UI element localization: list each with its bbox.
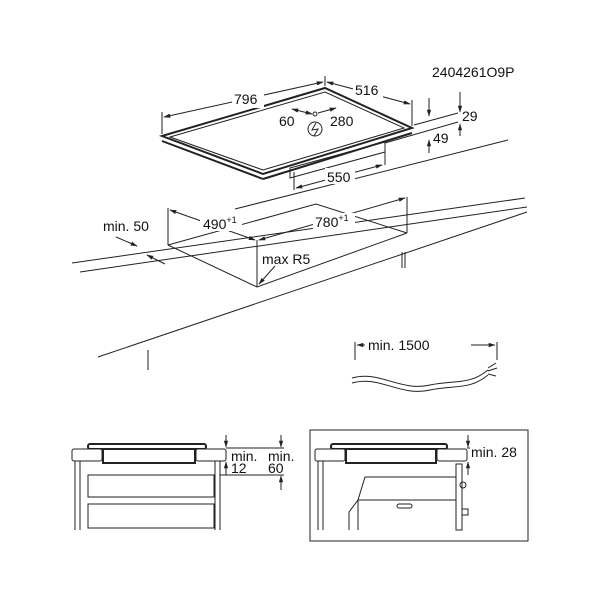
drawer-min-value-b: 60 — [268, 460, 284, 476]
drawing-code: 2404261O9P — [432, 64, 515, 80]
oven-min-distance: min. 28 — [471, 444, 517, 460]
drawer-min-label-a: min. — [231, 448, 257, 464]
cutout-width: 780+1 — [315, 213, 349, 230]
hob-depth: 516 — [355, 82, 379, 98]
connection-left: 60 — [279, 113, 295, 129]
drawer-min-value-a: 12 — [231, 460, 247, 476]
hob-width: 796 — [234, 91, 258, 107]
height-total: 49 — [433, 130, 449, 146]
oven-cabinet — [314, 443, 469, 531]
wall-min-distance: min. 50 — [103, 218, 149, 234]
drawer-min-label-b: min. — [268, 448, 294, 464]
connection-right: 280 — [330, 113, 354, 129]
power-cable — [351, 362, 498, 392]
box-width: 550 — [327, 169, 351, 185]
hob-appliance — [158, 86, 415, 180]
power-connection-icon — [307, 121, 323, 137]
oven-install-frame — [309, 429, 529, 542]
cable-length: min. 1500 — [368, 337, 430, 353]
drawer-cabinet — [71, 443, 227, 530]
corner-radius: max R5 — [262, 251, 310, 267]
thickness-top: 29 — [462, 108, 478, 124]
cutout-depth: 490+1 — [203, 215, 237, 232]
